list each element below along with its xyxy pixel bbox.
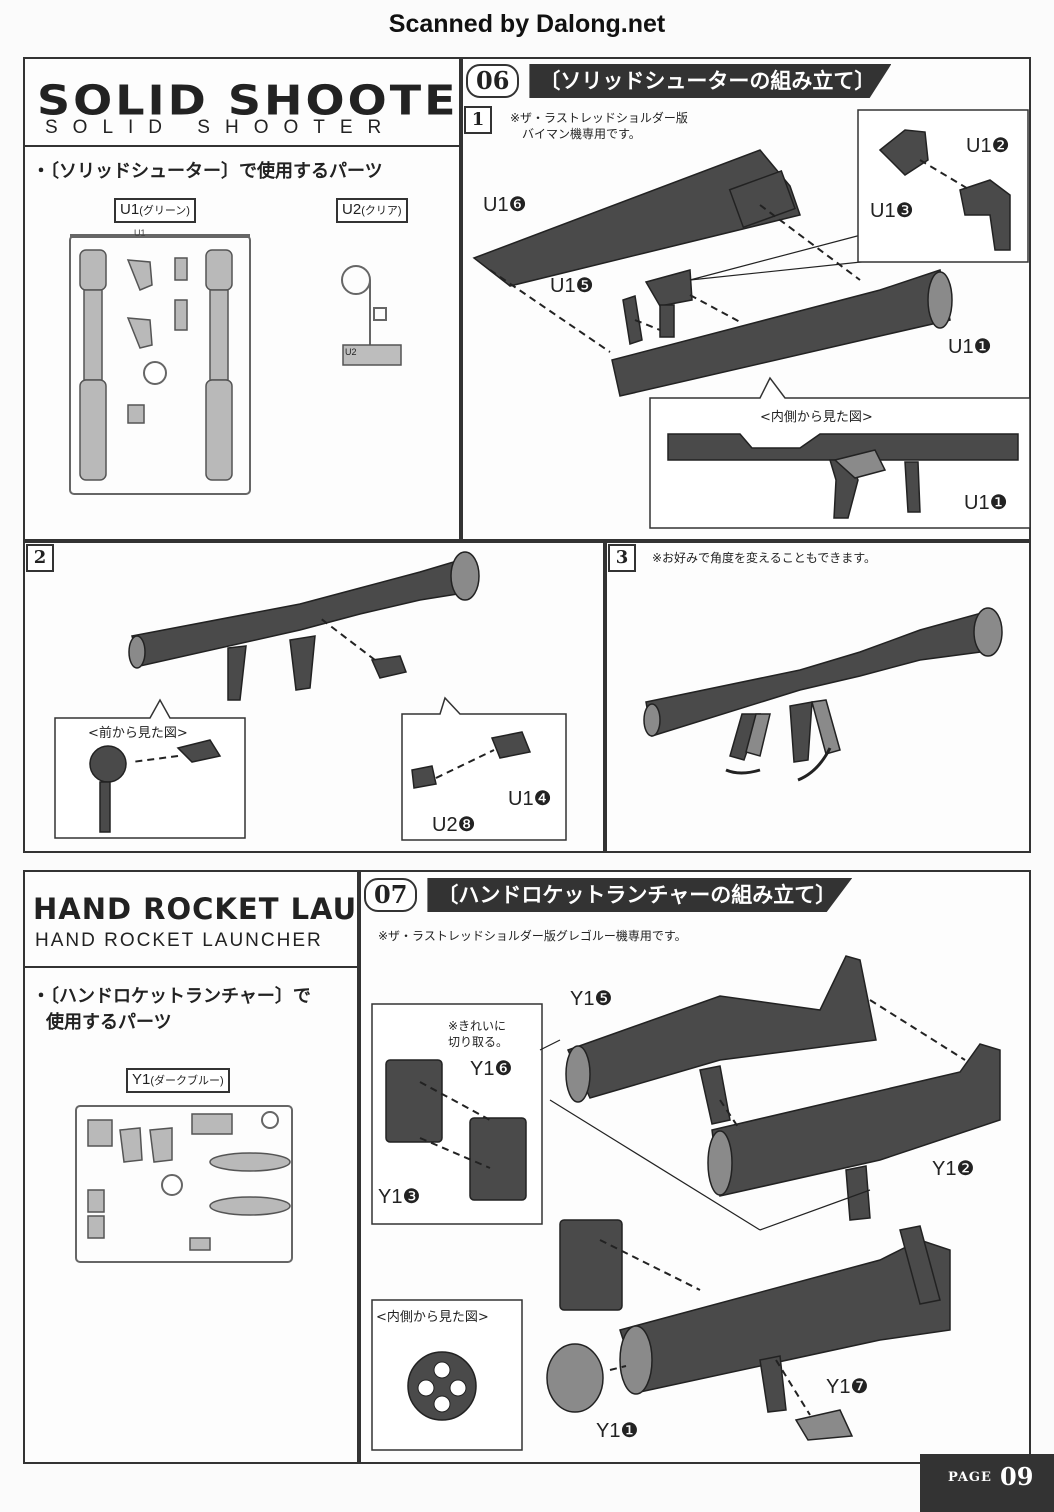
front-view-title: <前から見た図> [88,726,188,741]
runner-tag-u1: U1(グリーン) [114,198,196,223]
label-y1-3: Y1❸ [378,1186,421,1208]
section-07-title: 〔ハンドロケットランチャーの組み立て〕 [427,878,853,912]
step-2-number: 2 [26,544,54,572]
scan-credit: Scanned by Dalong.net [388,10,666,38]
page-number: 09 [1000,1462,1034,1491]
runner-u1-mark: U1 [134,228,146,238]
label-y1-1: Y1❶ [596,1420,639,1442]
label-y1-6: Y1❻ [470,1058,513,1080]
step-1-number: 1 [464,106,492,134]
section-06-header: 06 〔ソリッドシューターの組み立て〕 [466,62,892,100]
step-3-note: ※お好みで角度を変えることもできます。 [652,551,877,565]
section-07-header: 07 〔ハンドロケットランチャーの組み立て〕 [364,876,853,914]
runner-tag-u2: U2(クリア) [336,198,408,223]
label-u1-4: U1❹ [508,788,552,810]
hand-rocket-subtitle: HAND ROCKET LAUNCHER [35,930,323,951]
step-3-number: 3 [608,544,636,572]
section-06-number: 06 [466,64,520,98]
hand-rocket-parts-title: ・〔ハンドロケットランチャー〕で 使用するパーツ [32,986,311,1033]
label-u1-6: U1❻ [483,194,527,216]
solid-shooter-logo: SOLID SHOOTER [37,75,497,125]
label-y1-5: Y1❺ [570,988,613,1010]
solid-shooter-logo-box: SOLID SHOOTER SOLID SHOOTER [23,57,494,147]
label-u1-3: U1❸ [870,200,914,222]
section-06-title: 〔ソリッドシューターの組み立て〕 [529,64,892,98]
label-u1-1: U1❶ [948,336,992,358]
runner-u2-mark: U2 [345,347,357,357]
label-y1-2: Y1❷ [932,1158,975,1180]
label-u2-8: U2❽ [432,814,476,836]
step-1-note: ※ザ・ラストレッドショルダー版 バイマン機専用です。 [510,111,688,141]
inset-inner-view-title: <内側から見た図> [760,410,873,425]
label-y1-7: Y1❼ [826,1376,869,1398]
runner-tag-y1: Y1(ダークブルー) [126,1068,230,1093]
solid-shooter-subtitle: SOLID SHOOTER [45,117,397,138]
section-07-number: 07 [364,878,418,912]
solid-shooter-parts-title: ・〔ソリッドシューター〕で使用するパーツ [32,161,383,182]
section-07-inset-title: <内側から見た図> [376,1310,489,1325]
cut-cleanly-note: ※きれいに 切り取る。 [448,1019,509,1049]
inset-label-u1-1: U1❶ [964,492,1008,514]
page-label: PAGE [948,1470,992,1485]
section-07-note: ※ザ・ラストレッドショルダー版グレゴルー機専用です。 [378,929,687,943]
label-u1-5: U1❺ [550,275,594,297]
label-u1-2: U1❷ [966,135,1010,157]
page-number-tab: PAGE 09 [920,1454,1054,1512]
